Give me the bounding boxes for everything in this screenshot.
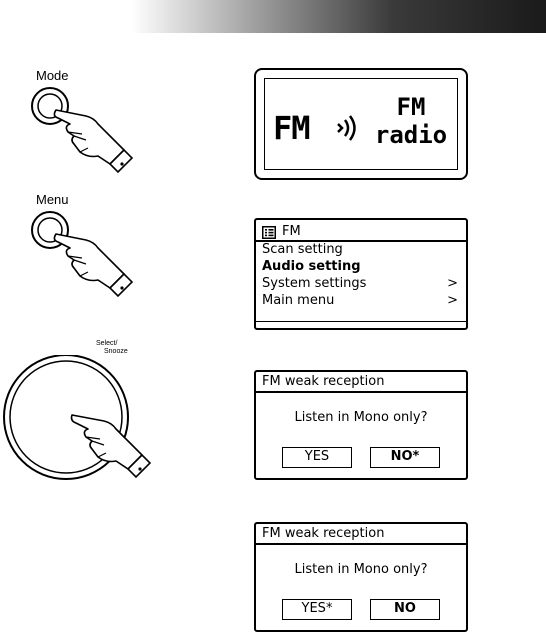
- mode-button-press-illustration[interactable]: [28, 84, 143, 174]
- menu-button-press-illustration[interactable]: [28, 208, 143, 298]
- lcd-screen-fm-menu: FM Scan setting Audio setting System set…: [254, 218, 468, 330]
- menu-item-system-settings[interactable]: System settings >: [262, 275, 458, 292]
- lcd-screen-fm-radio-frame: FM FM radio: [264, 78, 458, 170]
- yes-button-selected[interactable]: YES*: [282, 599, 352, 620]
- menu-list-icon: [262, 226, 276, 239]
- header-gradient-bar: [0, 0, 546, 33]
- select-dial-press-illustration[interactable]: [0, 355, 170, 485]
- pointing-hand-icon: [54, 110, 124, 164]
- menu-label: Menu: [36, 192, 69, 207]
- lcd-screen-weak-reception-no: FM weak reception Listen in Mono only? Y…: [254, 370, 468, 480]
- menu-item-scan-setting[interactable]: Scan setting: [262, 241, 458, 258]
- dialog-question: Listen in Mono only?: [256, 410, 466, 425]
- menu-title: FM: [262, 222, 301, 242]
- no-button[interactable]: NO: [370, 599, 440, 620]
- chevron-right-icon: >: [447, 275, 458, 292]
- menu-item-main-menu[interactable]: Main menu >: [262, 292, 458, 309]
- no-button-selected[interactable]: NO*: [370, 447, 440, 468]
- fm-mode-text: FM: [273, 109, 310, 147]
- chevron-right-icon: >: [447, 292, 458, 309]
- dialog-title-divider: [256, 391, 466, 393]
- fm-radio-title: FM radio: [351, 93, 471, 149]
- mode-label: Mode: [36, 68, 69, 83]
- dialog-title: FM weak reception: [262, 525, 384, 543]
- dialog-title: FM weak reception: [262, 373, 384, 391]
- lcd-screen-weak-reception-yes: FM weak reception Listen in Mono only? Y…: [254, 522, 468, 632]
- menu-list: Scan setting Audio setting System settin…: [262, 241, 458, 309]
- dialog-title-divider: [256, 543, 466, 545]
- yes-button[interactable]: YES: [282, 447, 352, 468]
- dialog-question: Listen in Mono only?: [256, 562, 466, 577]
- pointing-hand-icon: [54, 234, 124, 288]
- menu-item-audio-setting[interactable]: Audio setting: [262, 258, 458, 275]
- select-snooze-label: Select/ Snooze: [96, 340, 128, 356]
- lcd-screen-fm-radio: FM FM radio: [254, 68, 468, 180]
- menu-bottom-divider: [256, 321, 466, 323]
